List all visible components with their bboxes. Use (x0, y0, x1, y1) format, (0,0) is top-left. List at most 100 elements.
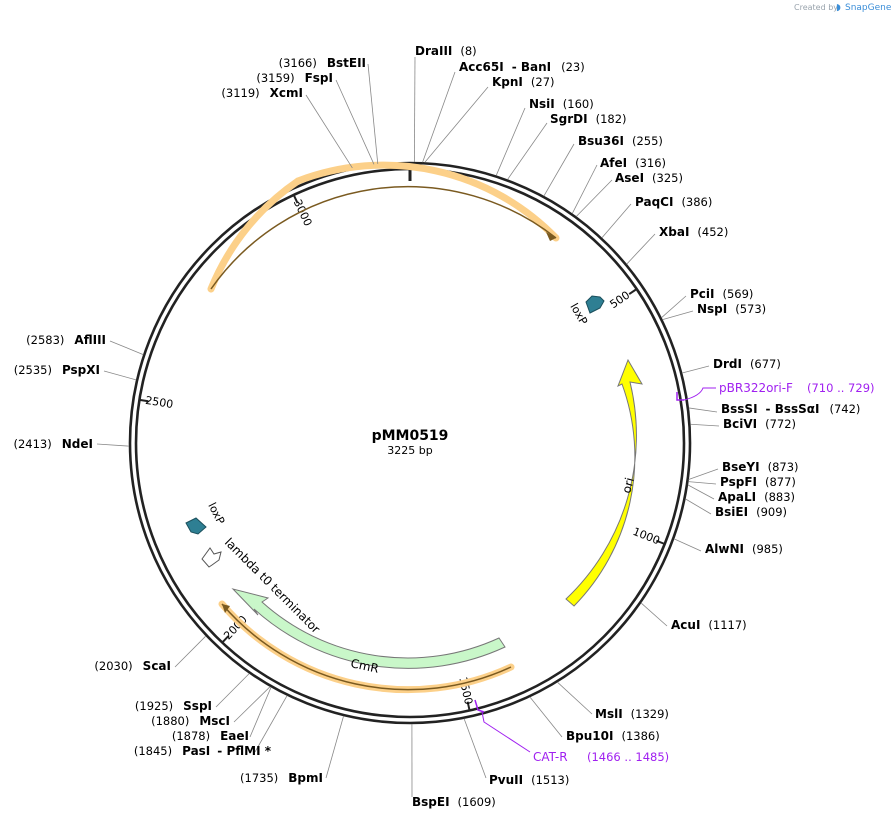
enzyme-site[interactable]: SgrDI (182) (507, 112, 627, 180)
enzyme-site[interactable]: Acc65I (23) - BanI (422, 60, 585, 163)
enzyme-name: BstEII (327, 56, 366, 70)
enzyme-name: Bsu36I (578, 134, 624, 148)
enzyme-name: SgrDI (550, 112, 588, 126)
enzyme-name: PasI (182, 744, 210, 758)
primer-pbr322ori-f[interactable]: pBR322ori-F (710 .. 729) (676, 381, 875, 401)
enzyme-site[interactable]: BsiEI(909) (685, 498, 787, 519)
enzyme-site[interactable]: EaeI (1878) (172, 687, 272, 743)
enzyme-site[interactable]: AlwNI(985) (673, 538, 783, 556)
tick-mark (222, 635, 230, 643)
enzyme-site[interactable]: NspI (573) (662, 302, 766, 321)
enzyme-position: (452) (697, 225, 728, 239)
enzyme-name: PaqCI (635, 195, 673, 209)
enzyme-site[interactable]: FspI(3159) (256, 71, 375, 165)
enzyme-position: (772) (765, 417, 796, 431)
feature-cmr[interactable]: CmR (231, 588, 506, 676)
enzyme-name: EaeI (220, 729, 249, 743)
enzyme-site[interactable]: MscI(1880) (151, 686, 271, 728)
credit-brand: SnapGene (845, 3, 892, 13)
enzyme-name: Acc65I (459, 60, 504, 74)
enzyme-position: (386) (681, 195, 712, 209)
enzyme-leader-line (305, 94, 353, 169)
enzyme-position: (573) (735, 302, 766, 316)
enzyme-site[interactable]: DrdI(677) (682, 357, 781, 374)
enzyme-site[interactable]: NdeI(2413) (14, 437, 130, 451)
enzyme-position: (3166) (279, 56, 317, 70)
enzyme-position: (2413) (14, 437, 52, 451)
enzyme-position: (182) (596, 112, 627, 126)
enzyme-site[interactable]: BciVI(772) (690, 417, 796, 431)
enzyme-site[interactable]: PspXI(2535) (14, 363, 137, 381)
enzyme-position: (873) (768, 460, 799, 474)
feature-lambda-t0-terminator[interactable]: lambda t0 terminator (201, 535, 323, 636)
enzyme-position: (316) (635, 156, 666, 170)
enzyme-site[interactable]: MslI(1329) (557, 681, 669, 721)
enzyme-leader-line (687, 484, 715, 500)
enzyme-leader-line (685, 498, 712, 515)
enzyme-name-secondary: - BssSαI (766, 402, 820, 416)
enzyme-position: (3119) (221, 86, 259, 100)
feature-label-ori: ori (619, 476, 637, 495)
enzyme-name: Bpu10I (566, 729, 613, 743)
feature-ori[interactable]: ori (565, 358, 643, 607)
enzyme-site[interactable]: XcmI(3119) (221, 86, 353, 169)
enzyme-site[interactable]: AcuI(1117) (640, 602, 747, 632)
enzyme-site[interactable]: AflIII(2583) (26, 333, 144, 355)
enzyme-name-secondary: - BanI (512, 60, 551, 74)
enzyme-site[interactable]: KpnI (27) (424, 75, 555, 163)
primer-cat-r[interactable]: CAT-R (1466 .. 1485) (474, 699, 669, 764)
enzyme-name: AflIII (74, 333, 106, 347)
enzyme-site[interactable]: Bsu36I(255) (543, 134, 663, 197)
enzyme-leader-line (543, 143, 575, 197)
enzyme-name: DrdI (713, 357, 742, 371)
enzyme-leader-line (571, 164, 598, 214)
enzyme-leader-line (254, 695, 288, 753)
enzyme-position: (1513) (531, 773, 569, 787)
enzyme-site[interactable]: BspEI(1609) (411, 723, 496, 809)
enzyme-site[interactable]: BssSI(742)- BssSαI (688, 402, 861, 416)
enzyme-site[interactable]: ScaI(2030) (94, 635, 207, 673)
enzyme-site[interactable]: AfeI (316) (571, 156, 666, 214)
enzyme-site[interactable]: PaqCI (386) (601, 195, 712, 239)
plasmid-size: 3225 bp (387, 444, 432, 457)
enzyme-leader-line (507, 122, 548, 180)
enzyme-site[interactable]: BseYI(873) (688, 460, 799, 480)
enzyme-position: (23) (561, 60, 585, 74)
enzyme-name: NspI (697, 302, 727, 316)
enzyme-name: ScaI (143, 659, 171, 673)
enzyme-position: (1878) (172, 729, 210, 743)
primer-pos-cat-r: (1466 .. 1485) (587, 750, 669, 764)
feature-loxp-1[interactable]: loxP (567, 295, 605, 327)
enzyme-site[interactable]: AseI(325) (575, 171, 683, 217)
enzyme-site[interactable]: SspI(1925) (135, 673, 250, 713)
enzyme-name: AfeI (600, 156, 627, 170)
enzyme-site[interactable]: DraIII(8) (413, 44, 477, 163)
enzyme-site[interactable]: NsiI(160) (495, 97, 594, 176)
enzyme-site[interactable]: PasI(1845)- PflMI * (134, 695, 288, 758)
enzyme-site[interactable]: PspFI(877) (688, 475, 796, 489)
enzyme-position: (160) (563, 97, 594, 111)
enzyme-name: PciI (690, 287, 715, 301)
enzyme-site[interactable]: PciI(569) (661, 287, 754, 318)
enzyme-leader-line (661, 295, 687, 318)
enzyme-name: KpnI (492, 75, 523, 89)
tick-mark (655, 539, 665, 545)
enzyme-site[interactable]: Bpu10I(1386) (529, 696, 660, 743)
feature-label-loxp-2: loxP (205, 500, 227, 526)
enzyme-site[interactable]: PvuII(1513) (463, 718, 569, 787)
enzyme-site[interactable]: XbaI(452) (626, 225, 729, 265)
enzyme-site[interactable]: BstEII (3166) (279, 56, 379, 164)
enzyme-leader-line (96, 443, 130, 447)
enzyme-leader-line (626, 233, 656, 265)
feature-loxp-2[interactable]: loxP (185, 500, 227, 535)
enzyme-site[interactable]: BpmI(1735) (240, 715, 344, 785)
enzyme-position: (27) (531, 75, 555, 89)
enzyme-name: BspEI (412, 795, 450, 809)
enzyme-name: AcuI (671, 618, 700, 632)
enzyme-site[interactable]: ApaLI(883) (687, 484, 795, 504)
enzyme-leader-line (233, 686, 271, 723)
enzyme-position: (1880) (151, 714, 189, 728)
enzyme-leader-line (682, 365, 710, 374)
enzyme-position: (8) (460, 44, 476, 58)
